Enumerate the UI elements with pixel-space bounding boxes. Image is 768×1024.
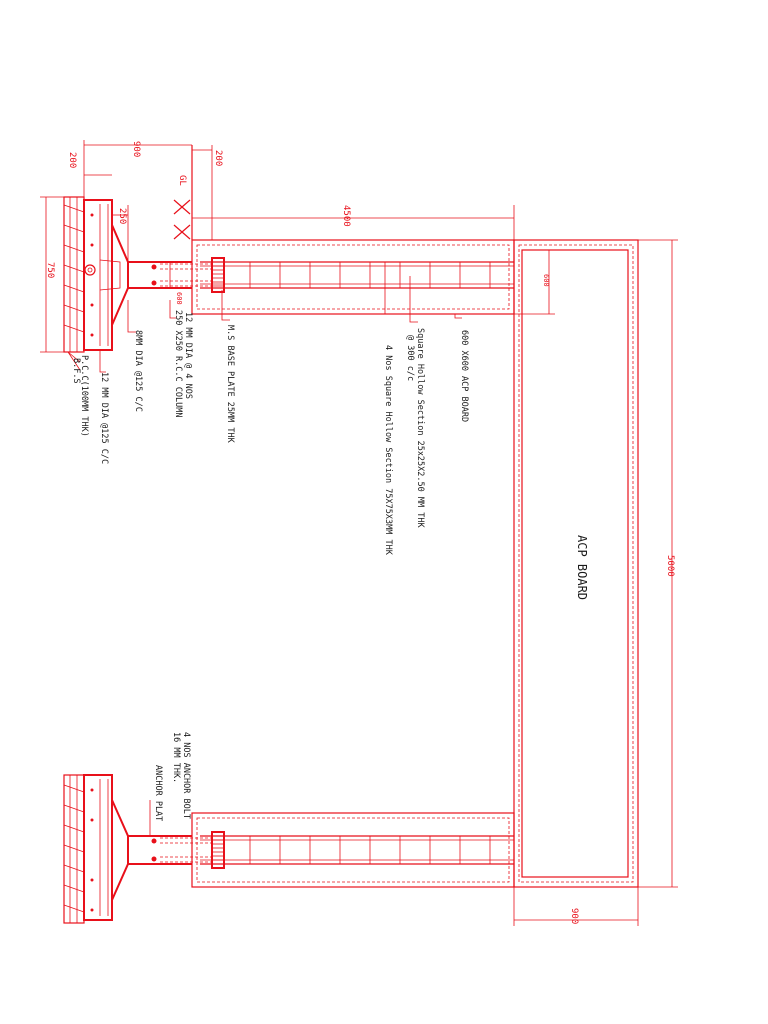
label-anchor-bolt: 4 NOS ANCHOR BOLT [181,732,191,819]
ground-level-marker [173,145,193,240]
dim-600-right: 600 [542,274,550,287]
label-acp-board-main: ACP BOARD [575,535,589,600]
label-acp-board-600: 600 X600 ACP BOARD [459,330,469,422]
dim-200-left: 200 [67,152,77,168]
dim-200-right: 200 [213,150,223,166]
lower-footing [63,774,192,924]
leader-lines [67,262,462,373]
label-12mm-dia: 12 MM DIA @125 C/C [99,372,109,464]
acp-board-frame [513,239,639,888]
label-pcc: P.C.C(100MM THK) [79,355,89,437]
upper-leg-frame [151,239,515,315]
dim-900-top: 900 [131,141,141,157]
dim-900-bottom: 900 [569,908,579,924]
label-12mm-bars: 12 MM DIA @ 4 NOS [183,312,193,399]
dim-750: 750 [45,262,55,278]
label-anchor-plate: ANCHOR PLAT [153,765,163,821]
lower-leg-frame [151,812,515,888]
dimension-lines [40,140,678,926]
label-8mm-dia: 8MM DIA @125 C/C [133,330,143,412]
label-shs-25: Square Hollow Section 25x25X2.50 MM THK [415,328,425,528]
label-bfs: B.F.S [71,358,81,384]
dim-gl: GL [177,175,187,186]
label-anchor-16mm: 16 MM THK. [171,732,181,783]
dim-600-small: 600 [175,292,183,305]
label-shs-75: 4 Nos Square Hollow Section 75X75X3MM TH… [383,345,393,556]
label-base-plate: M.S BASE PLATE 25MM THK [225,325,235,444]
label-rcc-column: 250 X250 R.C.C COLUMN [173,310,183,417]
dim-250: 250 [117,208,127,224]
dim-4500: 4500 [341,205,351,227]
upper-footing [63,196,192,353]
dim-5000: 5000 [665,555,675,577]
label-shs-25-spacing: @ 300 c/c [405,335,415,381]
